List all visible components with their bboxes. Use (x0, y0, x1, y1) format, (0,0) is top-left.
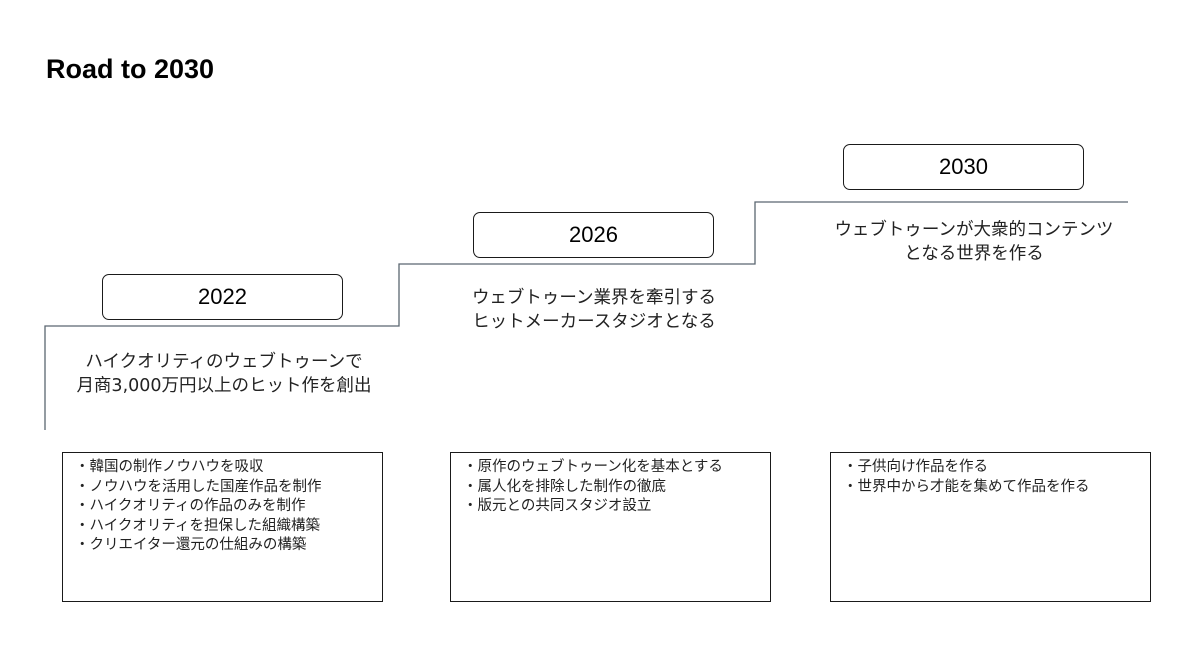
goal-2022: ハイクオリティのウェブトゥーンで 月商3,000万円以上のヒット作を創出 (44, 350, 404, 398)
year-box-2026: 2026 (473, 212, 714, 258)
goal-line: ヒットメーカースタジオとなる (472, 312, 716, 332)
goal-line: となる世界を作る (904, 244, 1044, 264)
goal-line: ウェブトゥーンが大衆的コンテンツ (834, 220, 1114, 240)
list-item: ・韓国の制作ノウハウを吸収 (75, 459, 264, 475)
list-item: ・属人化を排除した制作の徹底 (463, 478, 666, 495)
list-item: ・版元との共同スタジオ設立 (463, 498, 652, 514)
list-item: ・ハイクオリティの作品のみを制作 (75, 498, 306, 514)
year-box-2022: 2022 (102, 274, 343, 320)
goal-2026: ウェブトゥーン業界を牽引する ヒットメーカースタジオとなる (414, 286, 774, 334)
list-item: ・原作のウェブトゥーン化を基本とする (463, 459, 723, 475)
year-box-2030: 2030 (843, 144, 1084, 190)
action-box-2026: ・原作のウェブトゥーン化を基本とする ・属人化を排除した制作の徹底 ・版元との共… (450, 452, 771, 602)
list-item: ・世界中から才能を集めて作品を作る (843, 478, 1090, 495)
action-box-2022: ・韓国の制作ノウハウを吸収 ・ノウハウを活用した国産作品を制作 ・ハイクオリティ… (62, 452, 383, 602)
goal-line: 月商3,000万円以上のヒット作を創出 (76, 376, 372, 396)
list-item: ・ノウハウを活用した国産作品を制作 (75, 478, 322, 495)
goal-line: ハイクオリティのウェブトゥーンで (85, 352, 363, 372)
list-item: ・クリエイター還元の仕組みの構築 (75, 537, 307, 553)
goal-2030: ウェブトゥーンが大衆的コンテンツ となる世界を作る (794, 218, 1154, 266)
list-item: ・子供向け作品を作る (843, 459, 988, 475)
list-item: ・ハイクオリティを担保した組織構築 (75, 517, 321, 534)
goal-line: ウェブトゥーン業界を牽引する (471, 288, 717, 308)
page-title: Road to 2030 (46, 54, 215, 84)
action-box-2030: ・子供向け作品を作る ・世界中から才能を集めて作品を作る (830, 452, 1151, 602)
